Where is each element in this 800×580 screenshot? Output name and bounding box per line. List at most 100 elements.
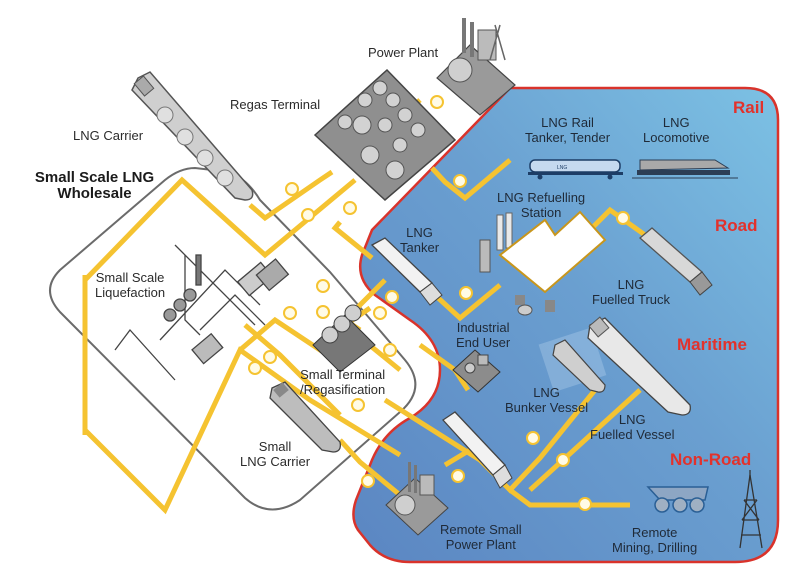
rail-car-marking: LNG xyxy=(557,165,567,171)
pipeline xyxy=(443,447,472,468)
flow-arrow-icon xyxy=(385,290,399,304)
flow-arrow-icon xyxy=(556,453,570,467)
label-line: Fuelled Truck xyxy=(592,292,671,307)
lng-tanker-truck-icon xyxy=(370,237,443,306)
label-line: Small Scale xyxy=(95,270,165,285)
label-power-plant: Power Plant xyxy=(368,45,439,60)
pipeline xyxy=(433,283,502,322)
wholesale-region xyxy=(49,166,417,511)
label-lng-tanker: LNG Tanker xyxy=(400,225,439,255)
pipeline xyxy=(243,323,342,417)
power-plant-icon xyxy=(436,18,516,116)
lng-carrier-ship-icon xyxy=(131,71,254,201)
lng-tanker-truck-lower-icon xyxy=(442,411,513,489)
flow-arrow-icon xyxy=(526,431,540,445)
flow-arrow-icon xyxy=(263,350,277,364)
flow-arrow-icon xyxy=(578,497,592,511)
pipeline xyxy=(508,488,630,508)
flow-arrow-icon xyxy=(283,306,297,320)
label-line: LNG Rail xyxy=(541,115,594,130)
lng-bunker-vessel-icon xyxy=(538,327,607,393)
flow-arrow-icon xyxy=(383,343,397,357)
category-non-road: Non-Road xyxy=(670,450,752,469)
label-line: /Regasification xyxy=(300,382,386,397)
label-line: Industrial xyxy=(456,320,510,335)
flow-arrow-icon xyxy=(453,174,467,188)
label-line: Small Terminal xyxy=(300,367,386,382)
label-line: Fuelled Vessel xyxy=(590,427,675,442)
mining-dump-truck-icon xyxy=(646,486,709,513)
label-line: Tanker xyxy=(400,240,440,255)
flow-arrow-icon xyxy=(285,182,299,196)
flow-arrow-icon xyxy=(351,398,365,412)
pipeline xyxy=(331,220,374,260)
label-lng-fuelled-vessel: LNG Fuelled Vessel xyxy=(590,412,675,442)
flow-arrow-icon xyxy=(616,211,630,225)
label-remote-small-power-plant: Remote Small Power Plant xyxy=(440,522,522,552)
label-lng-locomotive: LNG Locomotive xyxy=(643,115,709,145)
label-remote-mining-drilling: Remote Mining, Drilling xyxy=(612,525,697,555)
drilling-rig-icon xyxy=(739,470,763,549)
label-line: Tanker, Tender xyxy=(525,130,611,145)
label-line: Mining, Drilling xyxy=(612,540,698,555)
wholesale-title-line2: Wholesale xyxy=(57,185,132,202)
label-line: Remote Small xyxy=(440,522,522,537)
label-line: LNG Refuelling xyxy=(497,190,586,205)
label-line: LNG xyxy=(406,225,433,240)
flow-arrow-icon xyxy=(316,279,330,293)
label-line: Remote xyxy=(631,525,678,540)
lng-rail-tanker-icon: LNG xyxy=(528,159,623,180)
flow-arrow-icon xyxy=(430,95,444,109)
lng-refuelling-station-icon xyxy=(479,210,607,316)
label-small-scale-liquefaction: Small Scale Liquefaction xyxy=(95,270,165,300)
label-line: Bunker Vessel xyxy=(505,400,589,415)
label-small-terminal: Small Terminal /Regasification xyxy=(300,367,385,397)
small-lng-carrier-ship-icon xyxy=(269,381,341,453)
label-line: End User xyxy=(456,335,511,350)
label-industrial-end-user: Industrial End User xyxy=(456,320,510,350)
pipeline xyxy=(248,169,334,222)
liquefaction-plant-icon xyxy=(114,244,290,381)
lng-locomotive-icon xyxy=(632,159,738,179)
flow-arrow-icon xyxy=(373,306,387,320)
label-lng-refuelling-station: LNG Refuelling Station xyxy=(497,190,585,220)
category-road: Road xyxy=(715,216,758,235)
label-line: Small xyxy=(258,439,292,454)
label-lng-fuelled-truck: LNG Fuelled Truck xyxy=(592,277,670,307)
industrial-end-user-icon xyxy=(452,349,501,393)
label-line: LNG xyxy=(662,115,690,130)
label-line: LNG xyxy=(617,277,645,292)
wholesale-title: Small Scale LNG Wholesale xyxy=(12,170,177,202)
label-line: LNG Carrier xyxy=(240,454,311,469)
label-line: Locomotive xyxy=(643,130,710,145)
label-line: Station xyxy=(520,205,562,220)
label-line: LNG xyxy=(618,412,646,427)
category-maritime: Maritime xyxy=(677,335,747,354)
label-lng-bunker-vessel: LNG Bunker Vessel xyxy=(505,385,588,415)
flow-arrows xyxy=(248,95,630,511)
category-rail: Rail xyxy=(733,98,765,117)
flow-arrow-icon xyxy=(301,208,315,222)
pipeline xyxy=(338,438,402,497)
label-lng-carrier: LNG Carrier xyxy=(73,128,144,143)
label-small-lng-carrier: Small LNG Carrier xyxy=(240,439,310,469)
flow-arrow-icon xyxy=(343,201,357,215)
label-line: Power Plant xyxy=(445,537,516,552)
label-line: Liquefaction xyxy=(95,285,166,300)
lng-fuelled-vessel-icon xyxy=(587,316,691,416)
pipeline xyxy=(430,158,512,202)
downstream-market-region xyxy=(352,86,780,564)
wholesale-title-line1: Small Scale LNG xyxy=(34,169,155,186)
lng-fuelled-truck-icon xyxy=(639,227,713,296)
flow-arrow-icon xyxy=(459,286,473,300)
flow-arrow-icon xyxy=(361,474,375,488)
regas-terminal-icon xyxy=(313,68,457,202)
pipeline xyxy=(82,275,402,515)
flow-arrow-icon xyxy=(248,361,262,375)
flow-arrow-icon xyxy=(451,469,465,483)
label-line: LNG xyxy=(533,385,560,400)
label-regas-terminal: Regas Terminal xyxy=(230,97,321,112)
pipeline xyxy=(528,388,642,492)
label-lng-rail-tanker: LNG Rail Tanker, Tender xyxy=(525,115,610,145)
